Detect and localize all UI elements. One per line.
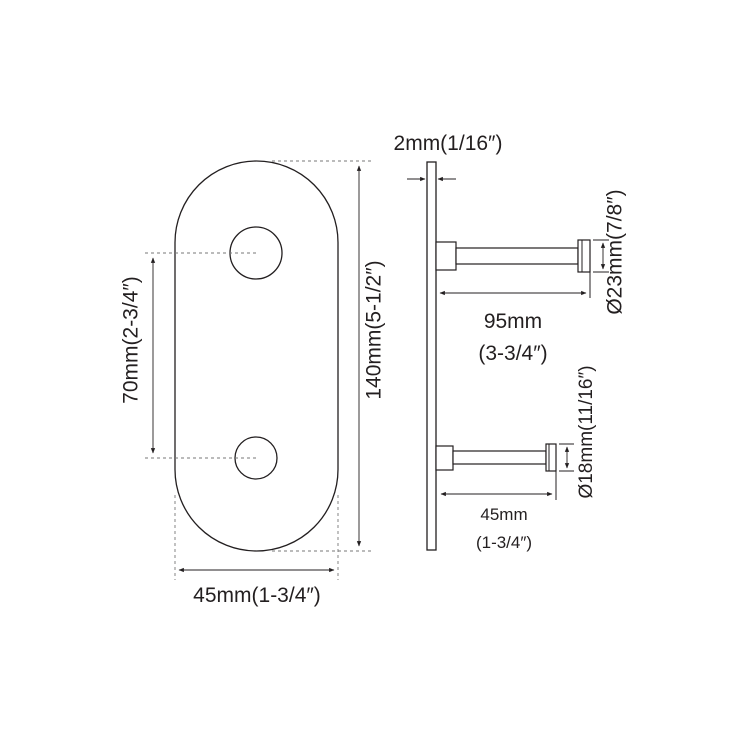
lower-rod <box>452 450 547 465</box>
front-view: 140mm(5-1/2″) 70mm(2-3/4″) 45mm(1-3/4″) <box>120 160 386 607</box>
oval-plate <box>174 160 339 552</box>
plate-height-label: 140mm(5-1/2″) <box>363 260 386 399</box>
lower-rod-length-label: 45mm <box>480 505 527 524</box>
side-view: 2mm(1/16″) Ø23mm(7/8″) 95mm (3-3/4″) <box>394 132 627 552</box>
lower-rod-base-cap <box>435 445 454 471</box>
upper-rod-base-cap <box>435 241 457 271</box>
plate-width-label: 45mm(1-3/4″) <box>193 584 321 607</box>
lower-rod-assembly: Ø18mm(11/16″) 45mm (1-3/4″) <box>435 365 597 552</box>
lower-rod-end-cap <box>545 443 557 472</box>
side-plate <box>426 161 437 551</box>
lower-rod-diameter-label: Ø18mm(11/16″) <box>576 365 597 498</box>
upper-rod-assembly: Ø23mm(7/8″) 95mm (3-3/4″) <box>435 189 627 365</box>
upper-rod-diameter-label: Ø23mm(7/8″) <box>604 189 627 314</box>
upper-rod <box>455 247 579 265</box>
lower-rod-length-imperial-label: (1-3/4″) <box>476 533 532 552</box>
plate-thickness-label: 2mm(1/16″) <box>394 132 503 155</box>
upper-rod-length-imperial-label: (3-3/4″) <box>478 342 547 365</box>
hole-spacing-label: 70mm(2-3/4″) <box>120 276 143 404</box>
upper-rod-length-label: 95mm <box>484 310 542 333</box>
upper-rod-end-cap <box>577 239 591 273</box>
